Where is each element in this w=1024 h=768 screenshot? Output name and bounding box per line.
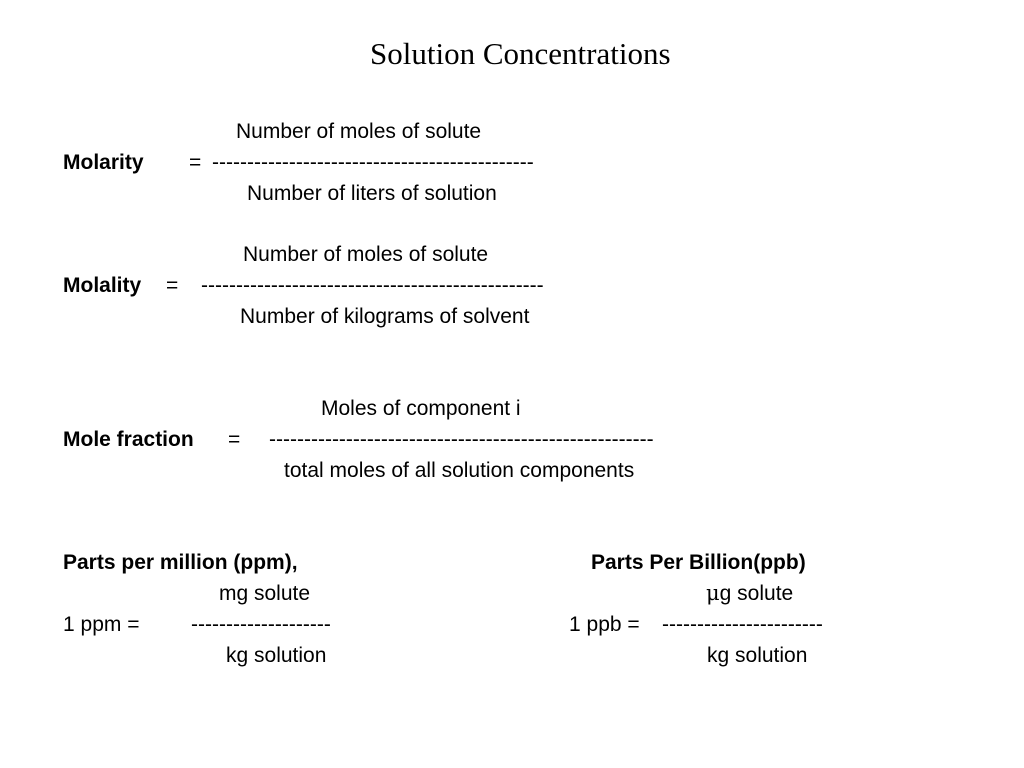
molarity-label: Molarity [63, 151, 144, 174]
ppb-numerator: μg solute [706, 581, 794, 605]
ppm-denominator: kg solution [226, 644, 327, 667]
molarity-denominator: Number of liters of solution [247, 182, 497, 205]
mole-fraction-label: Mole fraction [63, 428, 194, 451]
ppb-fraction-bar: ----------------------- [662, 613, 823, 636]
mole-fraction-equals: = [228, 428, 241, 451]
molarity-equals: = [189, 151, 202, 174]
mole-fraction-fraction-bar: ----------------------------------------… [269, 428, 654, 451]
ppb-numerator-text: g solute [719, 582, 794, 605]
mole-fraction-numerator: Moles of component i [321, 397, 521, 420]
molality-numerator: Number of moles of solute [243, 243, 489, 266]
ppm-fraction-bar: -------------------- [191, 613, 331, 636]
molality-fraction-bar: ----------------------------------------… [201, 274, 544, 297]
molarity-fraction-bar: ----------------------------------------… [212, 151, 534, 174]
molality-label: Molality [63, 274, 142, 297]
ppm-numerator: mg solute [219, 582, 311, 605]
molarity-numerator: Number of moles of solute [236, 120, 482, 143]
ppm-lhs: 1 ppm = [63, 613, 140, 636]
mole-fraction-denominator: total moles of all solution components [284, 459, 635, 482]
ppm-heading: Parts per million (ppm), [63, 551, 298, 574]
micro-symbol: μ [706, 581, 720, 605]
molality-equals: = [166, 274, 179, 297]
ppb-denominator: kg solution [707, 644, 808, 667]
ppb-heading: Parts Per Billion(ppb) [591, 551, 806, 574]
ppb-lhs: 1 ppb = [569, 613, 640, 636]
molality-denominator: Number of kilograms of solvent [240, 305, 530, 328]
page-title: Solution Concentrations [370, 36, 671, 71]
